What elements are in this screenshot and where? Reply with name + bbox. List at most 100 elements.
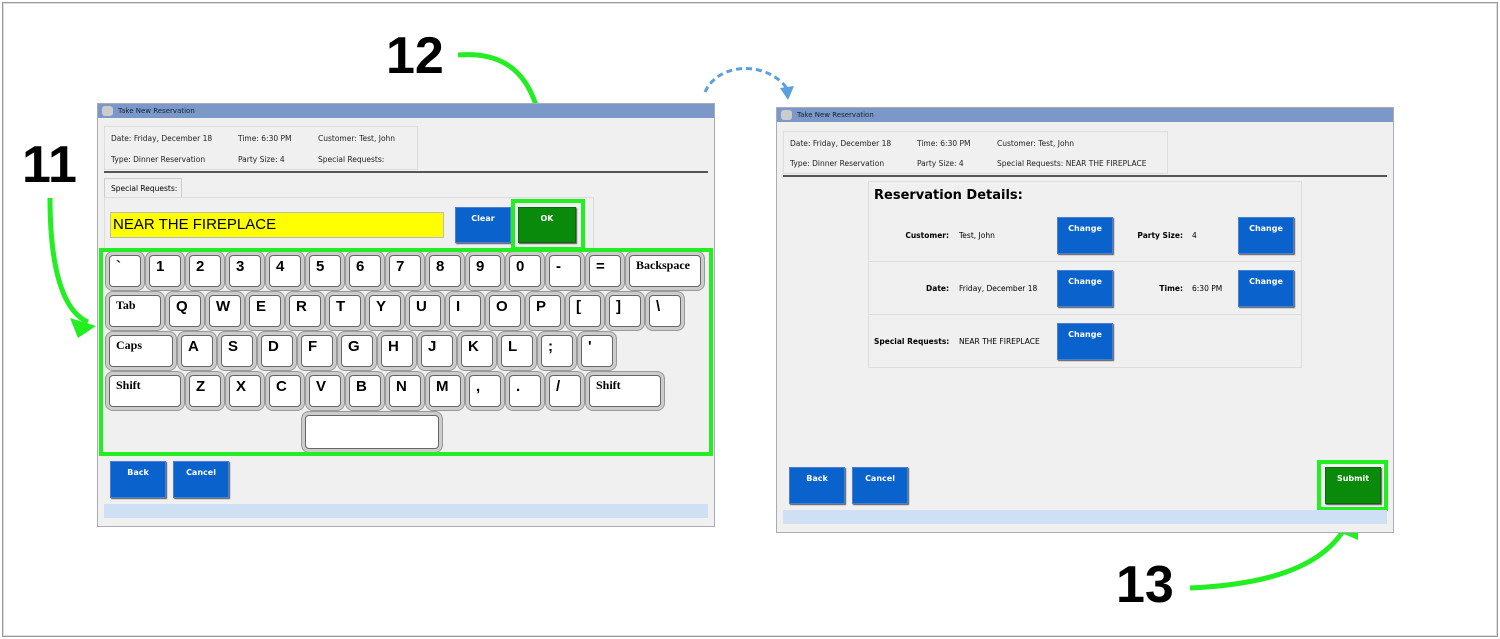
- change-special-requests-button[interactable]: Change: [1057, 323, 1113, 360]
- key-char[interactable]: /: [549, 375, 581, 407]
- key-char[interactable]: S: [221, 335, 253, 367]
- customer-value: Test, John: [959, 231, 995, 240]
- key-char[interactable]: O: [489, 295, 521, 327]
- clear-button[interactable]: Clear: [455, 207, 511, 243]
- change-customer-button[interactable]: Change: [1057, 217, 1113, 254]
- key-char[interactable]: 3: [229, 255, 261, 287]
- change-time-button[interactable]: Change: [1238, 270, 1294, 307]
- key-char[interactable]: L: [501, 335, 533, 367]
- customer-label: Customer:: [905, 231, 949, 240]
- arrow-13: [1189, 526, 1348, 591]
- key-char[interactable]: `: [109, 255, 141, 287]
- key-char[interactable]: K: [461, 335, 493, 367]
- key-char[interactable]: 5: [309, 255, 341, 287]
- key-char[interactable]: ;: [541, 335, 573, 367]
- key-char[interactable]: Y: [369, 295, 401, 327]
- key-char[interactable]: V: [309, 375, 341, 407]
- key-char[interactable]: B: [349, 375, 381, 407]
- key-char[interactable]: H: [381, 335, 413, 367]
- key-char[interactable]: Z: [189, 375, 221, 407]
- key-char[interactable]: J: [421, 335, 453, 367]
- key-char[interactable]: ]: [609, 295, 641, 327]
- key-char[interactable]: T: [329, 295, 361, 327]
- back-button[interactable]: Back: [789, 467, 845, 504]
- summary-type: Type: Dinner Reservation: [790, 159, 885, 168]
- key-char[interactable]: U: [409, 295, 441, 327]
- key-char[interactable]: 2: [189, 255, 221, 287]
- key-char[interactable]: I: [449, 295, 481, 327]
- summary-time: Time: 6:30 PM: [238, 134, 292, 143]
- details-heading: Reservation Details:: [874, 188, 1023, 203]
- date-value: Friday, December 18: [959, 284, 1038, 293]
- special-requests-input[interactable]: NEAR THE FIREPLACE: [110, 212, 444, 238]
- key-char[interactable]: A: [181, 335, 213, 367]
- key-backspace[interactable]: Backspace: [629, 255, 701, 287]
- change-date-button[interactable]: Change: [1057, 270, 1113, 307]
- key-char[interactable]: Q: [169, 295, 201, 327]
- back-button[interactable]: Back: [110, 461, 166, 498]
- key-char[interactable]: X: [229, 375, 261, 407]
- app-icon: [781, 110, 792, 120]
- key-char[interactable]: 7: [389, 255, 421, 287]
- key-shift[interactable]: Shift: [589, 375, 661, 407]
- summary-panel: Date: Friday, December 18 Time: 6:30 PM …: [783, 131, 1168, 174]
- status-bar: [783, 510, 1387, 524]
- divider: [783, 175, 1387, 177]
- key-char[interactable]: R: [289, 295, 321, 327]
- summary-party: Party Size: 4: [917, 159, 964, 168]
- key-char[interactable]: \: [649, 295, 681, 327]
- key-char[interactable]: 0: [509, 255, 541, 287]
- ok-highlight: [511, 199, 585, 251]
- details-panel: Reservation Details: Customer: Test, Joh…: [868, 181, 1302, 368]
- key-char[interactable]: .: [509, 375, 541, 407]
- key-char[interactable]: 9: [469, 255, 501, 287]
- summary-customer: Customer: Test, John: [997, 139, 1075, 148]
- cancel-button[interactable]: Cancel: [173, 461, 229, 498]
- party-size-label: Party Size:: [1137, 231, 1183, 240]
- key-char[interactable]: P: [529, 295, 561, 327]
- key-tab[interactable]: Tab: [109, 295, 161, 327]
- summary-special: Special Requests:: [318, 155, 385, 164]
- submit-button[interactable]: Submit: [1325, 467, 1381, 504]
- key-char[interactable]: 1: [149, 255, 181, 287]
- divider: [104, 171, 708, 173]
- key-shift[interactable]: Shift: [109, 375, 181, 407]
- title-bar: Take New Reservation: [777, 108, 1393, 122]
- key-char[interactable]: ,: [469, 375, 501, 407]
- key-char[interactable]: C: [269, 375, 301, 407]
- cancel-button[interactable]: Cancel: [852, 467, 908, 504]
- key-char[interactable]: M: [429, 375, 461, 407]
- ok-button[interactable]: OK: [518, 207, 576, 243]
- window-title: Take New Reservation: [118, 107, 195, 115]
- key-char[interactable]: E: [249, 295, 281, 327]
- left-window: Take New Reservation Date: Friday, Decem…: [97, 103, 715, 527]
- key-char[interactable]: 8: [429, 255, 461, 287]
- key-char[interactable]: -: [549, 255, 581, 287]
- submit-highlight: [1317, 460, 1388, 511]
- summary-party: Party Size: 4: [238, 155, 285, 164]
- key-char[interactable]: [: [569, 295, 601, 327]
- summary-date: Date: Friday, December 18: [790, 139, 892, 148]
- app-icon: [102, 106, 113, 116]
- key-char[interactable]: 6: [349, 255, 381, 287]
- status-bar: [104, 504, 708, 518]
- key-char[interactable]: F: [301, 335, 333, 367]
- key-char[interactable]: ': [581, 335, 613, 367]
- key-char[interactable]: N: [389, 375, 421, 407]
- key-char[interactable]: G: [341, 335, 373, 367]
- summary-type: Type: Dinner Reservation: [111, 155, 206, 164]
- key-char[interactable]: W: [209, 295, 241, 327]
- key-char[interactable]: =: [589, 255, 621, 287]
- key-caps[interactable]: Caps: [109, 335, 173, 367]
- change-party-size-button[interactable]: Change: [1238, 217, 1294, 254]
- key-char[interactable]: 4: [269, 255, 301, 287]
- special-requests-label: Special Requests:: [874, 337, 950, 346]
- summary-customer: Customer: Test, John: [318, 134, 396, 143]
- key-char[interactable]: D: [261, 335, 293, 367]
- callout-11: 11: [22, 136, 77, 194]
- tab-special-requests[interactable]: Special Requests:: [104, 178, 182, 198]
- arrow-11: [47, 197, 90, 325]
- summary-special: Special Requests: NEAR THE FIREPLACE: [997, 159, 1147, 168]
- key-space[interactable]: [305, 415, 439, 449]
